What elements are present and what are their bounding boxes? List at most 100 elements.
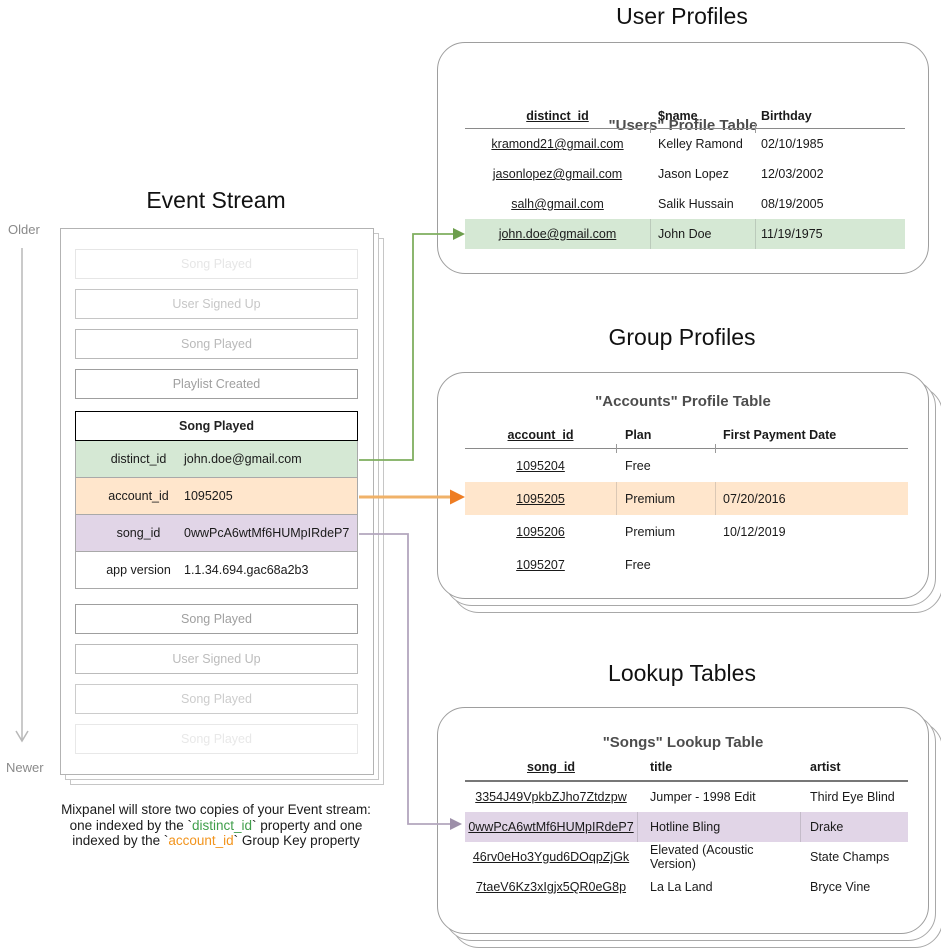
event-box: Song Played bbox=[75, 604, 358, 634]
event-box: Playlist Created bbox=[75, 369, 358, 399]
column-header: distinct_id bbox=[526, 108, 589, 123]
column-header: Plan bbox=[625, 427, 652, 442]
table-row: 3354J49VpkbZJho7Ztdzpw Jumper - 1998 Edi… bbox=[465, 782, 908, 812]
column-divider-tick bbox=[616, 444, 617, 453]
column-divider-tick bbox=[715, 444, 716, 453]
table-row: kramond21@gmail.com Kelley Ramond 02/10/… bbox=[465, 129, 905, 159]
property-key: distinct_id bbox=[110, 452, 167, 466]
table-row-highlighted: 1095205 Premium 07/20/2016 bbox=[465, 482, 908, 515]
caption-line-3: indexed by the `account_id` Group Key pr… bbox=[72, 833, 360, 848]
cell-title: Jumper - 1998 Edit bbox=[650, 790, 756, 804]
cell-birthday: 02/10/1985 bbox=[761, 137, 824, 151]
cell-title: Hotline Bling bbox=[637, 812, 800, 842]
timeline-arrow bbox=[15, 248, 29, 743]
property-value: 0wwPcA6wtMf6HUMpIRdeP7 bbox=[184, 526, 350, 540]
table-row: 1095206 Premium 10/12/2019 bbox=[465, 515, 908, 548]
cell-plan: Free bbox=[625, 458, 651, 473]
cell-birthday: 12/03/2002 bbox=[761, 167, 824, 181]
property-key: account_id bbox=[108, 489, 169, 503]
event-box: Song Played bbox=[75, 724, 358, 754]
accounts-table: account_id Plan First Payment Date 10952… bbox=[465, 421, 908, 581]
column-header: $name bbox=[658, 108, 698, 123]
cell-birthday: 11/19/1975 bbox=[755, 219, 905, 249]
cell-account-id: 1095204 bbox=[516, 458, 565, 473]
table-row: 1095207 Free bbox=[465, 548, 908, 581]
cell-account-id: 1095207 bbox=[516, 557, 565, 572]
account-id-code: account_id bbox=[168, 833, 234, 848]
distinct-id-code: distinct_id bbox=[191, 817, 253, 833]
expanded-event-header: Song Played bbox=[75, 411, 358, 441]
cell-first-payment-date: 07/20/2016 bbox=[715, 482, 908, 515]
table-row-highlighted: 0wwPcA6wtMf6HUMpIRdeP7 Hotline Bling Dra… bbox=[465, 812, 908, 842]
column-divider-tick bbox=[755, 124, 756, 133]
accounts-table-header: account_id Plan First Payment Date bbox=[465, 421, 908, 449]
accounts-card-title: "Accounts" Profile Table bbox=[595, 393, 771, 410]
cell-name: Jason Lopez bbox=[658, 167, 729, 181]
cell-distinct-id: jasonlopez@gmail.com bbox=[492, 167, 623, 181]
cell-account-id: 1095205 bbox=[516, 491, 565, 506]
property-value: 1.1.34.694.gac68a2b3 bbox=[184, 563, 309, 577]
column-header: account_id bbox=[507, 427, 574, 442]
event-box: Song Played bbox=[75, 684, 358, 714]
newer-label: Newer bbox=[6, 760, 44, 775]
cell-plan: Premium bbox=[625, 524, 676, 539]
event-box: Song Played bbox=[75, 249, 358, 279]
cell-song-id: 0wwPcA6wtMf6HUMpIRdeP7 bbox=[468, 820, 634, 834]
event-stream-container: Song Played User Signed Up Song Played P… bbox=[60, 228, 374, 775]
user-profiles-title: User Profiles bbox=[616, 3, 748, 29]
table-row: 46rv0eHo3Ygud6DOqpZjGk Elevated (Acousti… bbox=[465, 842, 908, 872]
cell-song-id: 7taeV6Kz3xIgjx5QR0eG8p bbox=[475, 880, 627, 894]
cell-title: La La Land bbox=[650, 880, 713, 894]
column-header: First Payment Date bbox=[723, 427, 837, 442]
songs-table-header: song_id title artist bbox=[465, 753, 908, 782]
cell-name: Salik Hussain bbox=[658, 197, 734, 211]
cell-distinct-id: john.doe@gmail.com bbox=[498, 227, 617, 241]
cell-account-id: 1095206 bbox=[516, 524, 565, 539]
cell-distinct-id: salh@gmail.com bbox=[511, 197, 604, 211]
event-property-row-app-version: app version 1.1.34.694.gac68a2b3 bbox=[75, 552, 358, 589]
cell-name: John Doe bbox=[650, 219, 755, 249]
caption-line-1: Mixpanel will store two copies of your E… bbox=[61, 802, 371, 817]
table-row: jasonlopez@gmail.com Jason Lopez 12/03/2… bbox=[465, 159, 905, 189]
event-box: Song Played bbox=[75, 329, 358, 359]
table-row: 1095204 Free bbox=[465, 449, 908, 482]
cell-birthday: 08/19/2005 bbox=[761, 197, 824, 211]
cell-plan: Free bbox=[625, 557, 651, 572]
cell-song-id: 46rv0eHo3Ygud6DOqpZjGk bbox=[472, 850, 630, 864]
event-property-row-song-id: song_id 0wwPcA6wtMf6HUMpIRdeP7 bbox=[75, 515, 358, 552]
cell-distinct-id: kramond21@gmail.com bbox=[491, 137, 624, 151]
cell-artist: Third Eye Blind bbox=[810, 790, 895, 804]
older-label: Older bbox=[8, 222, 40, 237]
cell-title: Elevated (Acoustic Version) bbox=[650, 843, 754, 871]
column-header: title bbox=[650, 759, 673, 774]
group-profiles-title: Group Profiles bbox=[608, 324, 756, 350]
event-property-row-distinct-id: distinct_id john.doe@gmail.com bbox=[75, 441, 358, 478]
column-header: Birthday bbox=[761, 108, 812, 123]
property-key: app version bbox=[106, 563, 171, 577]
cell-artist: State Champs bbox=[810, 850, 890, 864]
event-box: User Signed Up bbox=[75, 289, 358, 319]
event-property-row-account-id: account_id 1095205 bbox=[75, 478, 358, 515]
cell-artist: Drake bbox=[800, 812, 908, 842]
event-box: User Signed Up bbox=[75, 644, 358, 674]
users-card-title: "Users" Profile Table bbox=[608, 117, 758, 134]
column-header: song_id bbox=[527, 759, 575, 774]
cell-plan: Premium bbox=[616, 482, 715, 515]
users-table: distinct_id $name Birthday kramond21@gma… bbox=[465, 103, 905, 249]
songs-card-title: "Songs" Lookup Table bbox=[602, 734, 764, 751]
lookup-tables-title: Lookup Tables bbox=[608, 660, 756, 686]
column-header: artist bbox=[810, 759, 841, 774]
property-value: john.doe@gmail.com bbox=[184, 452, 302, 466]
caption-line-2: one indexed by the `distinct_id` propert… bbox=[69, 817, 363, 833]
column-divider-tick bbox=[650, 124, 651, 133]
property-key: song_id bbox=[116, 526, 161, 540]
event-stream-title: Event Stream bbox=[146, 187, 286, 213]
songs-table: song_id title artist 3354J49VpkbZJho7Ztd… bbox=[465, 753, 908, 902]
cell-artist: Bryce Vine bbox=[810, 880, 871, 894]
table-row: salh@gmail.com Salik Hussain 08/19/2005 bbox=[465, 189, 905, 219]
property-value: 1095205 bbox=[184, 489, 233, 503]
cell-name: Kelley Ramond bbox=[658, 137, 743, 151]
caption-text: Mixpanel will store two copies of your E… bbox=[6, 802, 426, 849]
table-row: 7taeV6Kz3xIgjx5QR0eG8p La La Land Bryce … bbox=[465, 872, 908, 902]
